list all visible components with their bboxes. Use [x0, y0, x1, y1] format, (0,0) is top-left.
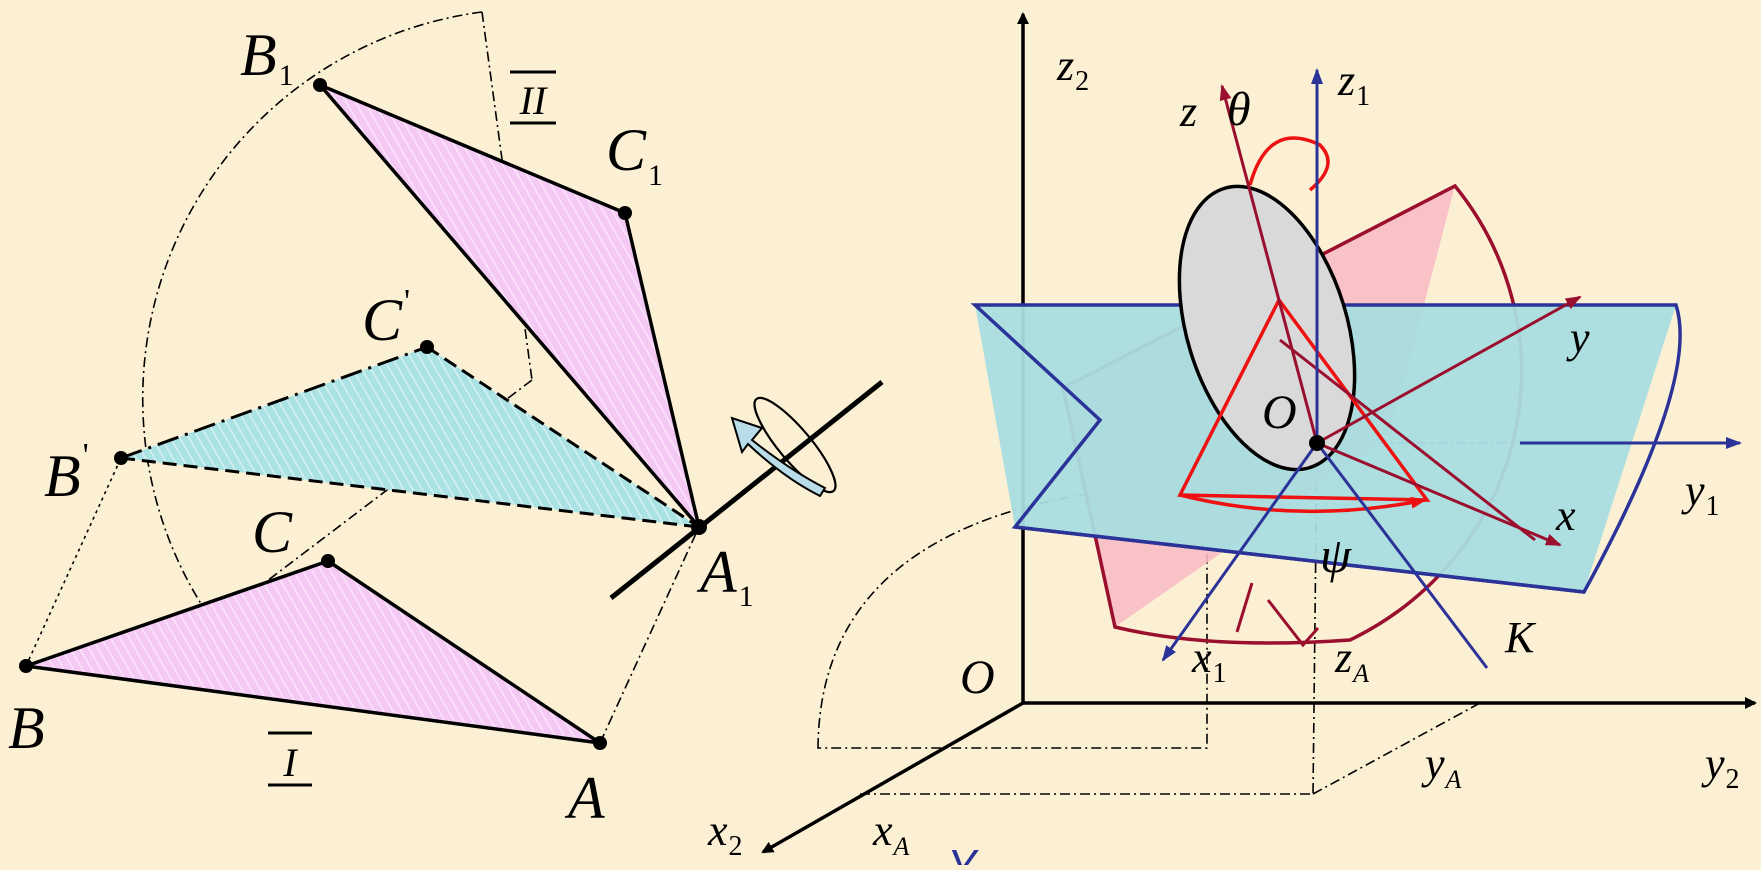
axis-x1 — [1161, 442, 1319, 662]
label-psi: ψ — [1320, 527, 1352, 583]
edge-bp-a1 — [120, 456, 700, 529]
label-z2: z2 — [1056, 41, 1089, 97]
label-cp: C' — [362, 283, 410, 353]
label-y1: y1 — [1681, 466, 1720, 522]
edge-bp-cp — [120, 345, 428, 460]
rotation-arrow-icon — [730, 396, 837, 498]
point-b1 — [313, 78, 327, 92]
label-bp: B' — [44, 437, 89, 509]
point-b — [19, 659, 33, 673]
line-za — [1312, 442, 1318, 795]
label-a1: A1 — [696, 539, 754, 613]
plane-cyan-edge — [1014, 525, 1585, 594]
label-b1: B1 — [240, 22, 294, 92]
label-ya: yA — [1421, 739, 1462, 794]
triangle-b1c1a1 — [318, 83, 701, 529]
red-tick-2 — [1266, 599, 1320, 648]
label-z1: z1 — [1337, 56, 1370, 112]
label-c1: C1 — [606, 117, 663, 192]
axis-y — [1316, 295, 1582, 445]
label-k: K — [1504, 613, 1537, 662]
plane-label-i: I — [268, 731, 312, 787]
point-a — [593, 736, 607, 750]
label-x: x — [1555, 491, 1576, 540]
theta-arc — [1248, 136, 1330, 192]
arc-construction — [141, 11, 483, 623]
label-x1: x1 — [1191, 633, 1227, 689]
line-dashdot-4 — [599, 526, 700, 744]
label-x2: x2 — [707, 806, 743, 862]
triangle-bpcpa1 — [121, 347, 699, 527]
triangle-bca — [24, 559, 602, 745]
label-a: A — [564, 765, 605, 831]
point-o-body — [1309, 435, 1325, 451]
svg-text:II: II — [519, 78, 548, 123]
rigid-body-disk — [1177, 184, 1357, 472]
label-xa: xA — [872, 806, 910, 861]
label-y2: y2 — [1701, 739, 1740, 795]
line-node-k — [1315, 442, 1489, 669]
red-tick-1 — [1235, 582, 1254, 633]
caption-partial: У — [946, 841, 979, 865]
label-z: z — [1179, 87, 1197, 136]
rotation-axis — [609, 380, 884, 600]
label-b: B — [8, 695, 45, 761]
label-c: C — [252, 499, 293, 565]
psi-arc — [1179, 493, 1427, 514]
right-figure: z2 z1 z θ y O y1 x ψ K x1 zA O yA y2 x2 … — [707, 12, 1757, 870]
point-c1 — [618, 206, 632, 220]
edge-cp-a1 — [426, 345, 700, 529]
line-ya — [1312, 702, 1481, 795]
line-dashdot-3 — [25, 457, 122, 667]
label-za: zA — [1334, 633, 1369, 688]
line-node-red — [1279, 338, 1536, 542]
plane-label-ii: II — [510, 70, 556, 125]
label-y: y — [1566, 313, 1590, 362]
axis-z — [1219, 84, 1319, 444]
svg-text:I: I — [282, 740, 298, 785]
axis-x2 — [761, 701, 1024, 854]
label-o-fixed: O — [960, 651, 995, 704]
point-bp — [114, 451, 128, 465]
point-a1 — [691, 519, 707, 535]
psi-sector — [1177, 298, 1431, 502]
plane-cyan-outline — [970, 303, 1682, 594]
label-o-body: O — [1262, 386, 1297, 439]
label-theta: θ — [1227, 83, 1251, 136]
point-c — [321, 554, 335, 568]
point-cp — [420, 340, 434, 354]
left-figure: B1 C1 C' B' C B A A1 II I — [8, 11, 884, 831]
